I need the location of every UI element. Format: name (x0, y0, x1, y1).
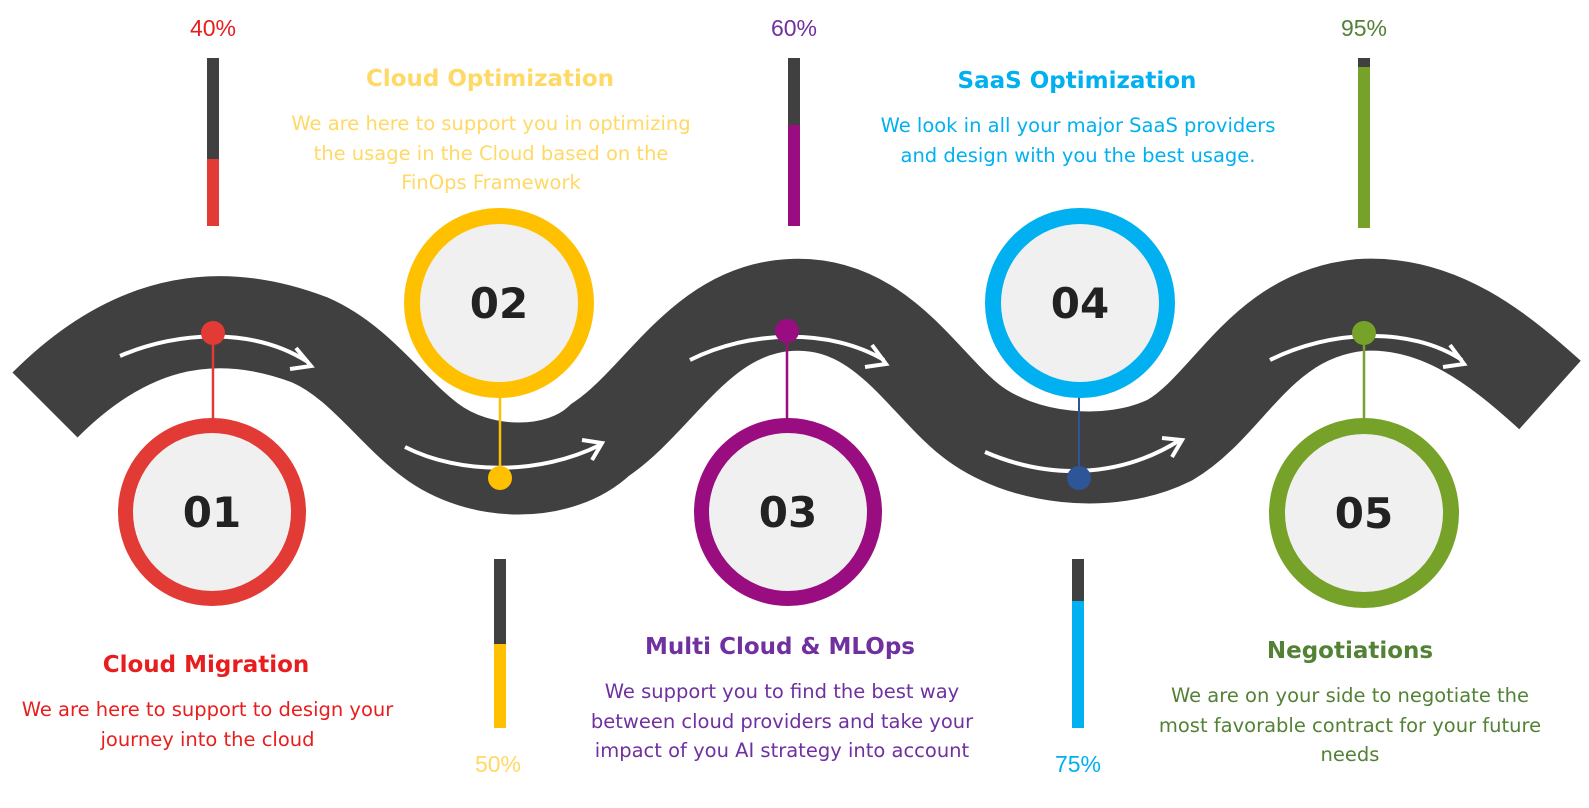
road (12, 258, 1581, 515)
road-arrow-head-5 (1442, 343, 1468, 369)
step-04-progress-fill (1072, 601, 1084, 728)
step-02-number: 02 (469, 278, 529, 328)
step-01-percent: 40% (189, 15, 237, 41)
step-04-progress-bar (1072, 559, 1084, 728)
step-05-description: We are on your side to negotiate the mos… (1158, 684, 1542, 766)
step-05-progress-fill (1358, 66, 1370, 228)
step-05-progress-bar (1358, 58, 1370, 228)
step-04-percent: 75% (1054, 751, 1102, 777)
step-01-progress-fill (207, 158, 219, 226)
step-05-circle: 05 (1269, 418, 1459, 608)
step-03-progress-bar (788, 58, 800, 226)
road-marker-03 (775, 319, 799, 343)
step-04-title: SaaS Optimization (957, 68, 1197, 94)
step-03-circle: 03 (694, 418, 882, 606)
road-arrow-head-1 (289, 346, 315, 371)
step-02-title: Cloud Optimization (365, 66, 615, 92)
road-marker-02 (488, 466, 512, 490)
step-03-description: We support you to find the best way betw… (590, 680, 974, 762)
step-02-percent: 50% (474, 751, 522, 777)
step-05-number: 05 (1334, 488, 1394, 538)
step-02-circle: 02 (404, 208, 594, 398)
step-02-progress-fill (494, 643, 506, 728)
step-05-percent: 95% (1340, 15, 1388, 41)
road-arrow-head-4 (1161, 436, 1186, 459)
step-01-progress-bar (207, 58, 219, 226)
road-arrow-head-3 (864, 343, 890, 369)
step-05-title: Negotiations (1266, 638, 1434, 664)
road-marker-04 (1067, 466, 1091, 490)
step-02-progress-bar (494, 559, 506, 728)
step-03-progress-fill (788, 125, 800, 226)
step-03-title: Multi Cloud & MLOps (645, 634, 915, 660)
road-marker-01 (201, 321, 225, 345)
step-02-description: We are here to support you in optimizing… (291, 112, 691, 194)
step-01-circle: 01 (118, 418, 306, 606)
road-arrow-head-2 (581, 438, 606, 462)
step-03-number: 03 (758, 487, 818, 537)
step-04-description: We look in all your major SaaS providers… (880, 114, 1276, 167)
step-01-number: 01 (182, 487, 242, 537)
step-03-percent: 60% (770, 15, 818, 41)
step-04-circle: 04 (985, 208, 1175, 398)
step-04-number: 04 (1050, 278, 1110, 328)
step-01-title: Cloud Migration (102, 652, 310, 678)
step-01-description: We are here to support to design your jo… (21, 698, 394, 751)
road-marker-05 (1352, 321, 1376, 345)
